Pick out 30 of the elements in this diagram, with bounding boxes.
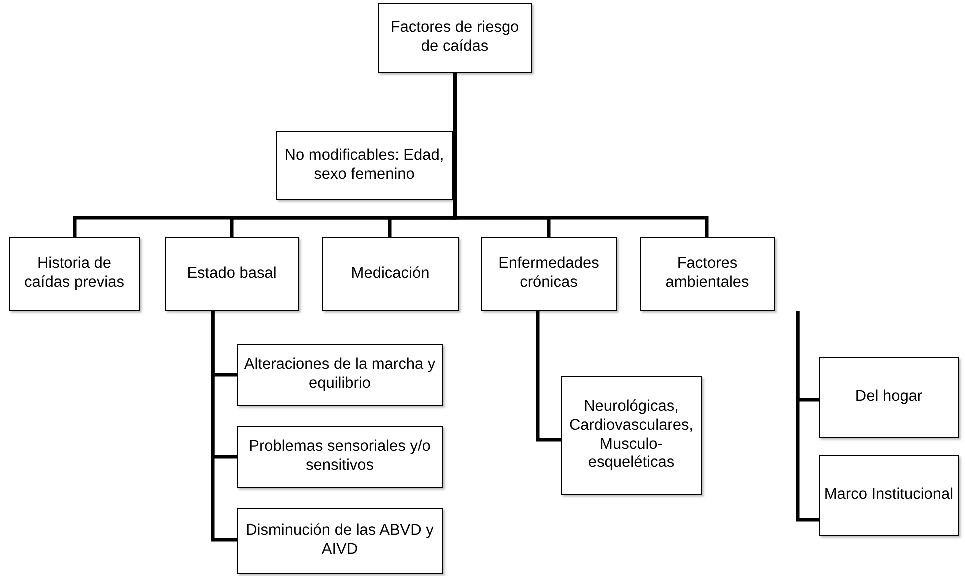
- category-box: [819, 357, 959, 438]
- category-box: [237, 508, 443, 574]
- box-label: No modificables: Edad, sexo femenino: [284, 146, 446, 184]
- box-label: Problemas sensoriales y/o sensitivos: [248, 438, 432, 476]
- box-label: Alteraciones de la marcha y equilibrio: [243, 356, 437, 394]
- box-label: Del hogar: [855, 388, 923, 407]
- connector-line: [536, 311, 561, 442]
- connector-line: [453, 73, 709, 237]
- category-box: [561, 376, 702, 495]
- category-box: [640, 237, 775, 311]
- box-label: Factores ambientales: [664, 255, 750, 293]
- category-box: [276, 131, 453, 200]
- box-label: Factores de riesgo de caídas: [390, 19, 520, 57]
- category-box: [237, 344, 443, 406]
- box-label: Enfermedades crónicas: [498, 255, 600, 293]
- category-box: [322, 237, 459, 311]
- category-box: [237, 426, 443, 488]
- box-label: Historia de caídas previas: [24, 255, 126, 293]
- box-label: Marco Institucional: [824, 486, 954, 505]
- connector-line: [796, 311, 819, 522]
- category-box: [819, 455, 959, 536]
- box-label: Medicación: [351, 264, 430, 284]
- box-label: Estado basal: [187, 264, 277, 284]
- category-box: [9, 237, 140, 311]
- connector-line: [211, 311, 237, 542]
- category-box: [378, 3, 532, 73]
- box-label: Neurológicas, Cardiovasculares, Musculo-esqueléticas: [568, 398, 695, 473]
- category-box: [165, 237, 299, 311]
- category-box: [481, 237, 617, 311]
- box-label: Disminución de las ABVD y AIVD: [245, 522, 435, 560]
